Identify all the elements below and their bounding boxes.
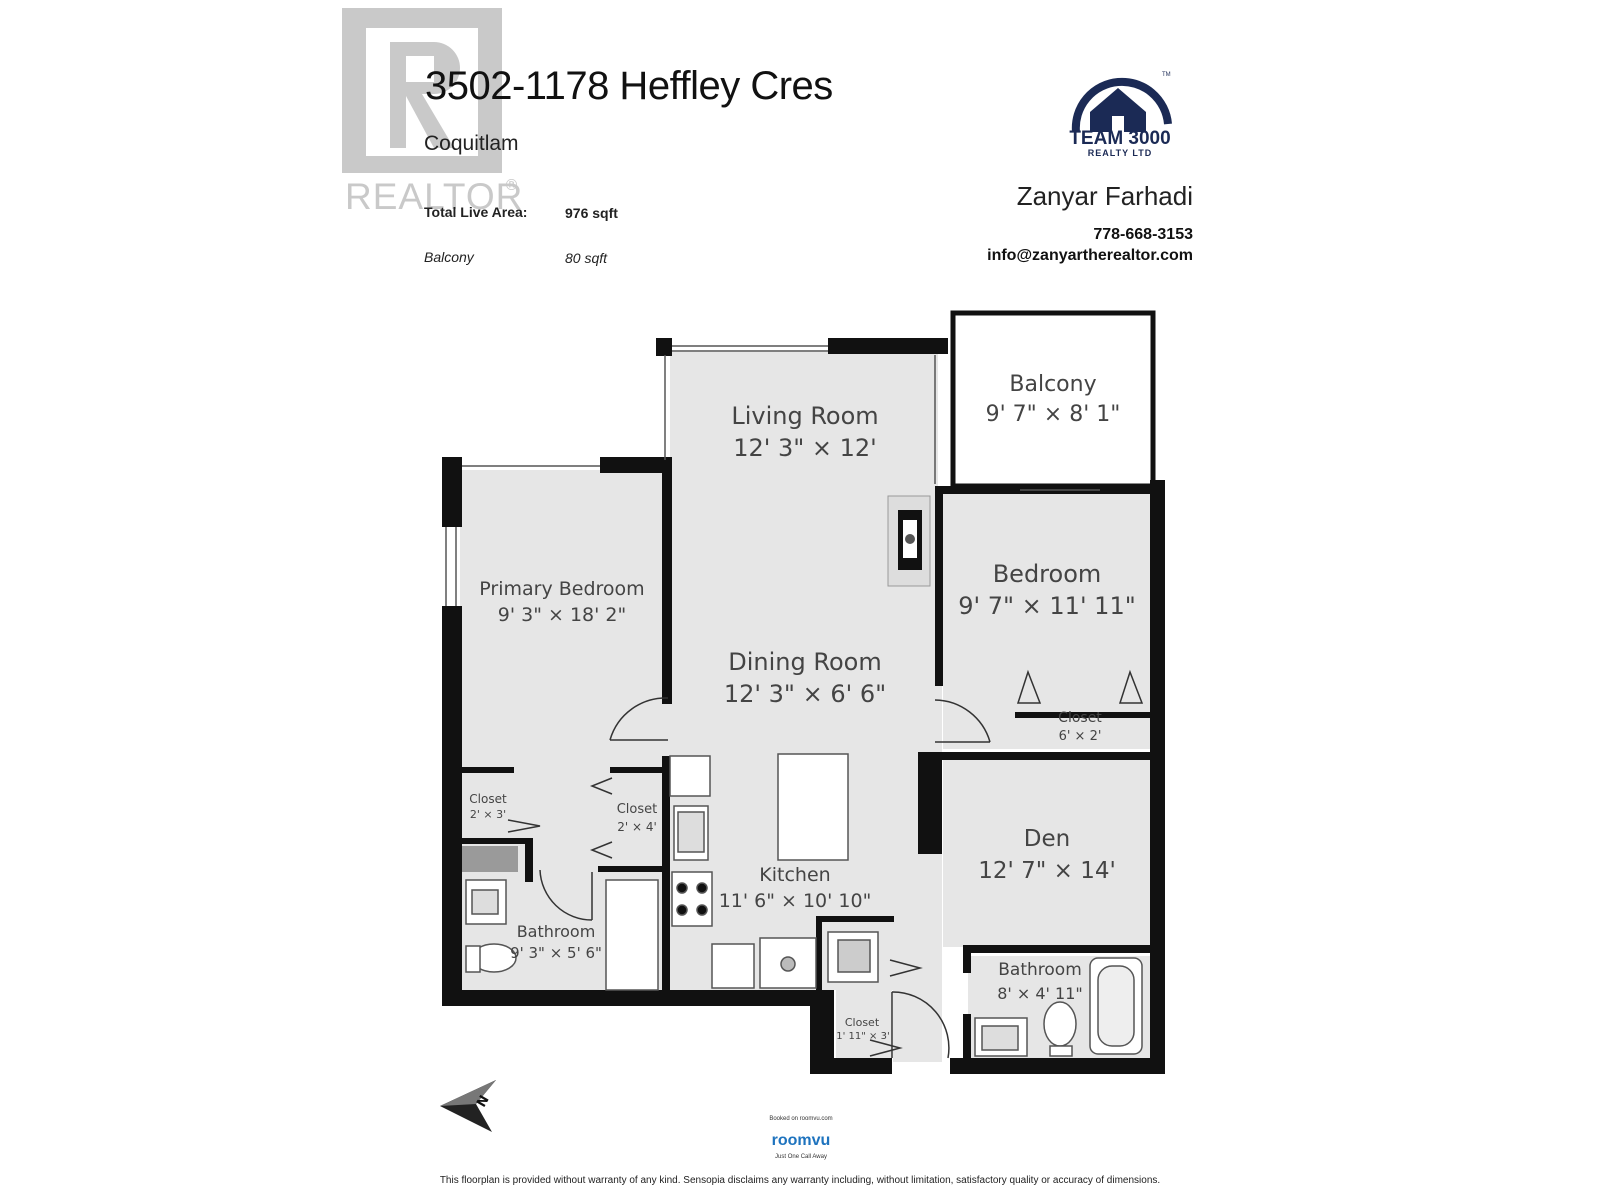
north-arrow-icon [440,1080,496,1132]
room-dims-closet-b: 2' × 4' [617,820,657,834]
agent-email: info@zanyartherealtor.com [987,247,1193,264]
room-name-closet-a: Closet [469,792,507,806]
balcony-area-value: 80 sqft [565,250,608,266]
room-dims-closet-bedroom: 6' × 2' [1058,729,1102,744]
roomvu-booked: Booked on roomvu.com [769,1116,833,1122]
listing-city: Coquitlam [424,132,519,155]
room-dims-living: 12' 3" × 12' [733,434,877,462]
room-name-primary: Primary Bedroom [479,578,645,600]
total-area-value: 976 sqft [565,205,618,221]
realtor-logo [342,8,502,173]
room-name-balcony: Balcony [1009,372,1097,397]
agent-phone: 778-668-3153 [1093,226,1193,243]
room-dims-closet-c: 1' 11" × 3' [836,1031,890,1042]
room-name-den: Den [1023,826,1071,852]
trademark-mark: TM [1162,72,1171,78]
room-name-dining: Dining Room [728,648,882,676]
room-dims-bedroom: 9' 7" × 11' 11" [958,592,1136,620]
room-dims-kitchen: 11' 6" × 10' 10" [718,890,872,912]
walls [442,338,1165,1074]
door-swings [507,669,1144,1059]
roomvu-tagline: Just One Call Away [775,1154,827,1160]
kitchen-fixtures [669,753,879,989]
room-dims-primary: 9' 3" × 18' 2" [497,604,627,626]
bathroom1-fixtures [465,879,659,991]
balcony-area-label: Balcony [424,249,474,265]
room-name-living: Living Room [731,402,879,430]
room-name-bedroom: Bedroom [992,560,1102,588]
room-name-bath2: Bathroom [998,960,1082,980]
balcony-outline [950,310,1156,489]
room-name-bath1: Bathroom [516,922,596,941]
room-name-closet-c: Closet [844,1016,880,1029]
room-dims-closet-a: 2' × 3' [469,808,507,821]
disclaimer: This floorplan is provided without warra… [439,1175,1161,1186]
agent-name: Zanyar Farhadi [1016,181,1193,211]
roomvu-logo: roomvu [771,1132,831,1149]
realtor-wordmark: REALTOR [345,176,524,217]
room-dims-balcony: 9' 7" × 8' 1" [985,402,1121,427]
room-dims-bath1: 9' 3" × 5' 6" [510,944,602,962]
registered-icon: ® [504,176,519,194]
hatched-shaft [462,846,518,872]
total-area-label: Total Live Area: [424,204,528,220]
brokerage-subname: REALTY LTD [1087,148,1153,158]
windows [445,345,1100,606]
room-dims-den: 12' 7" × 14' [978,858,1116,884]
room-dims-dining: 12' 3" × 6' 6" [723,680,887,708]
fireplace-icon [887,495,931,587]
listing-title: 3502-1178 Heffley Cres [425,64,833,108]
floor-fill [460,352,1151,1062]
room-name-kitchen: Kitchen [759,864,831,886]
room-name-closet-b: Closet [616,802,658,817]
bathroom2-fixtures [974,957,1143,1057]
room-name-closet-bedroom: Closet [1058,710,1102,726]
brokerage-name: TEAM 3000 [1069,128,1171,149]
room-dims-bath2: 8' × 4' 11" [997,984,1083,1003]
team3000-house-icon [1071,77,1172,133]
